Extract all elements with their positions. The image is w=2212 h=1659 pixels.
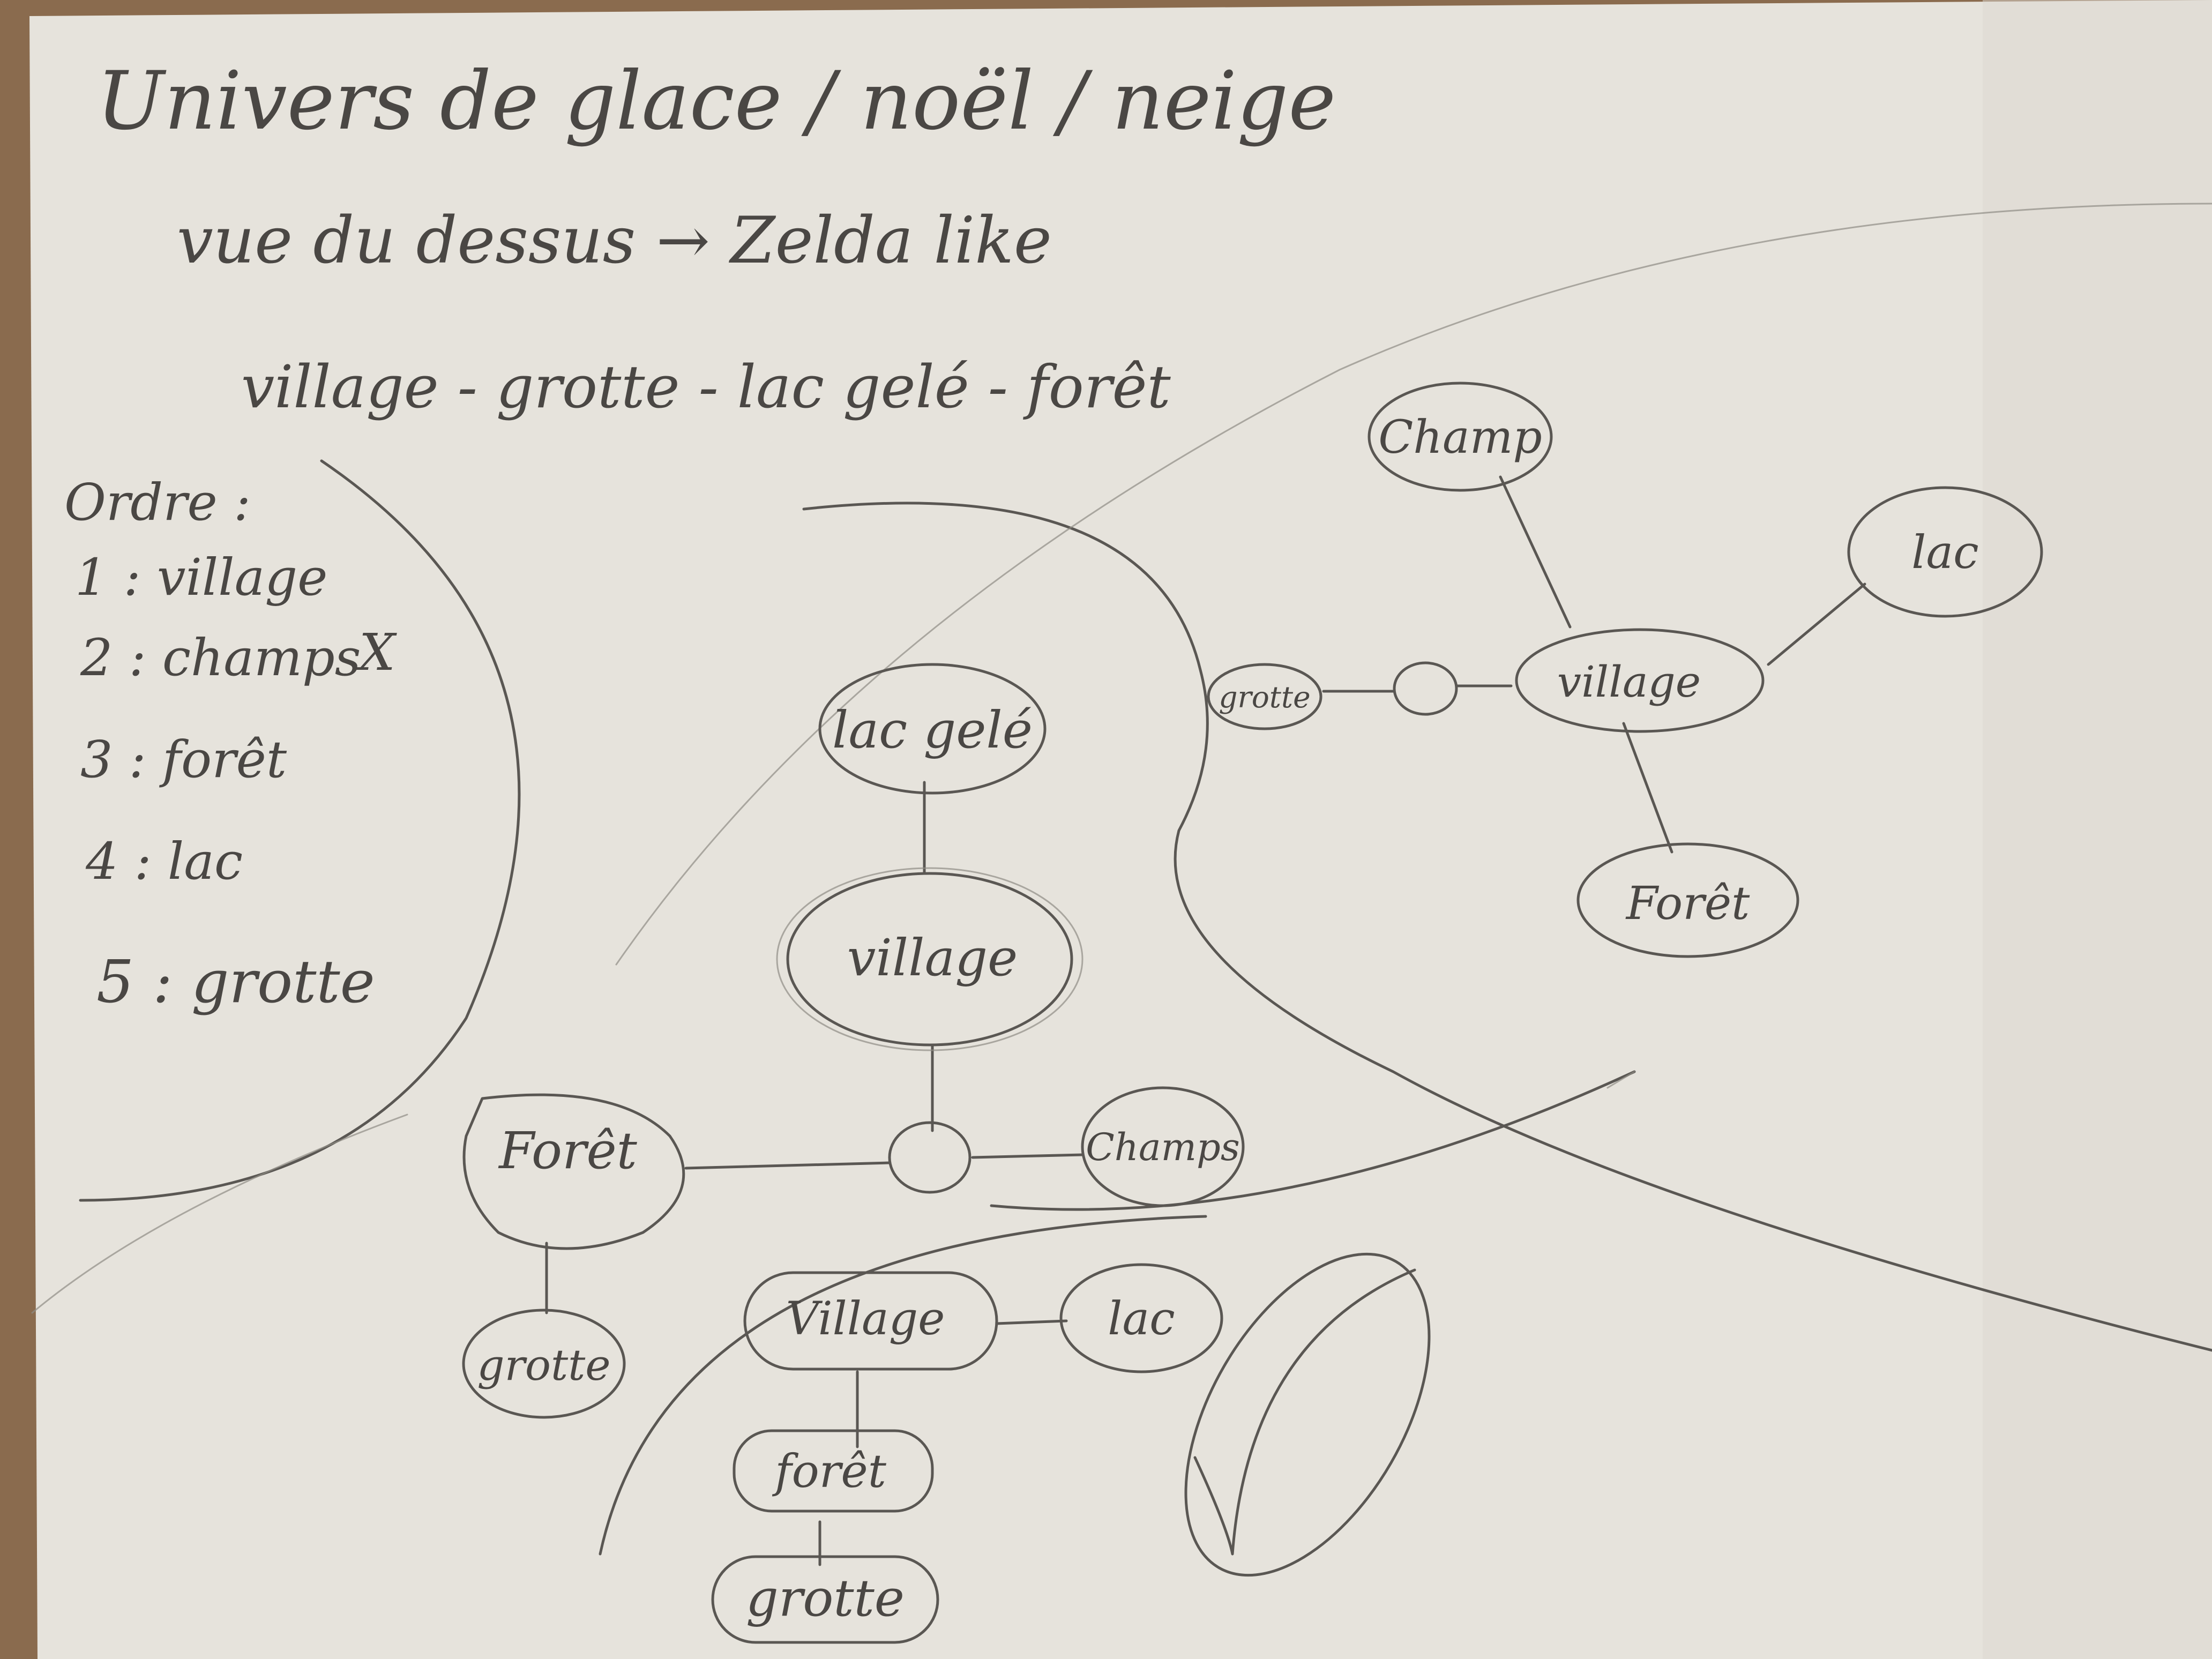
- node-grotte-center-label: grotte: [477, 1340, 610, 1390]
- node-grotte-right-label: grotte: [1219, 680, 1310, 714]
- node-foret-center-label: Forêt: [498, 1122, 638, 1180]
- divider-curve-faint-top: [615, 203, 2212, 966]
- header-line-1: Univers de glace / noël / neige: [96, 55, 1336, 148]
- node-village-center: [786, 872, 1073, 1047]
- right-link-bottom: [1622, 722, 1673, 854]
- order-item-3: 3 : forêt: [80, 730, 287, 789]
- node-foret-right-label: Forêt: [1625, 877, 1750, 930]
- order-item-2: 2 : champs: [80, 629, 361, 687]
- node-champs-center-label: Champs: [1086, 1125, 1240, 1169]
- order-title: Ordre :: [64, 473, 251, 532]
- bottom-link-right: [995, 1319, 1068, 1325]
- node-foret-center: [462, 1093, 685, 1250]
- header-line-2: vue du dessus → Zelda like: [177, 204, 1052, 278]
- leaf-doodle: [1184, 1252, 1431, 1577]
- node-lac-gele: [818, 663, 1047, 795]
- node-lac-bottom-label: lac: [1108, 1292, 1175, 1346]
- node-grotte-bottom: [711, 1555, 939, 1644]
- node-champ-right: [1367, 382, 1553, 492]
- node-grotte-right: [1207, 663, 1322, 730]
- junction-center: [888, 1121, 972, 1194]
- header-line-3: village - grotte - lac gelé - forêt: [241, 353, 1171, 421]
- node-foret-bottom-label: forêt: [772, 1445, 887, 1498]
- node-champs-center: [1081, 1086, 1245, 1207]
- leaf-vein: [1193, 1268, 1416, 1556]
- paper-sheet: [29, 0, 2212, 1659]
- order-item-5: 5 : grotte: [96, 947, 375, 1016]
- divider-curve-bottom: [990, 1070, 1636, 1211]
- center-link-left: [684, 1161, 891, 1170]
- order-item-1: 1 : village: [75, 548, 327, 607]
- node-village-center-outline: [776, 867, 1083, 1051]
- node-lac-right-label: lac: [1911, 526, 1978, 579]
- center-link-right: [971, 1153, 1084, 1159]
- node-lac-right: [1847, 486, 2043, 618]
- node-lac-bottom: [1059, 1263, 1223, 1373]
- divider-curve-arc-bottom: [599, 1215, 1207, 1556]
- node-village-right: [1515, 628, 1765, 733]
- node-village-bottom: [743, 1271, 998, 1371]
- node-grotte-center: [462, 1309, 626, 1419]
- node-foret-bottom: [733, 1429, 934, 1513]
- right-link-right: [1767, 582, 1866, 666]
- node-lac-gele-label: lac gelé: [832, 701, 1033, 760]
- node-village-center-label: village: [847, 929, 1018, 988]
- divider-curve-river: [802, 502, 2212, 1352]
- divider-curve-bottom-faint: [1606, 1071, 1635, 1089]
- right-link-top: [1499, 475, 1572, 629]
- node-village-bottom-label: Village: [786, 1292, 945, 1346]
- junction-right: [1393, 661, 1458, 716]
- order-cross-mark: X: [355, 623, 397, 682]
- order-item-4: 4 : lac: [85, 832, 243, 891]
- node-grotte-bottom-label: grotte: [746, 1569, 905, 1628]
- node-champ-right-label: Champ: [1378, 411, 1542, 464]
- node-village-right-label: village: [1557, 657, 1701, 707]
- order-arc: [79, 459, 521, 1202]
- node-foret-right: [1576, 842, 1799, 958]
- paper-shadow-right: [1983, 0, 2212, 1659]
- divider-curve-faint-left: [31, 1114, 408, 1314]
